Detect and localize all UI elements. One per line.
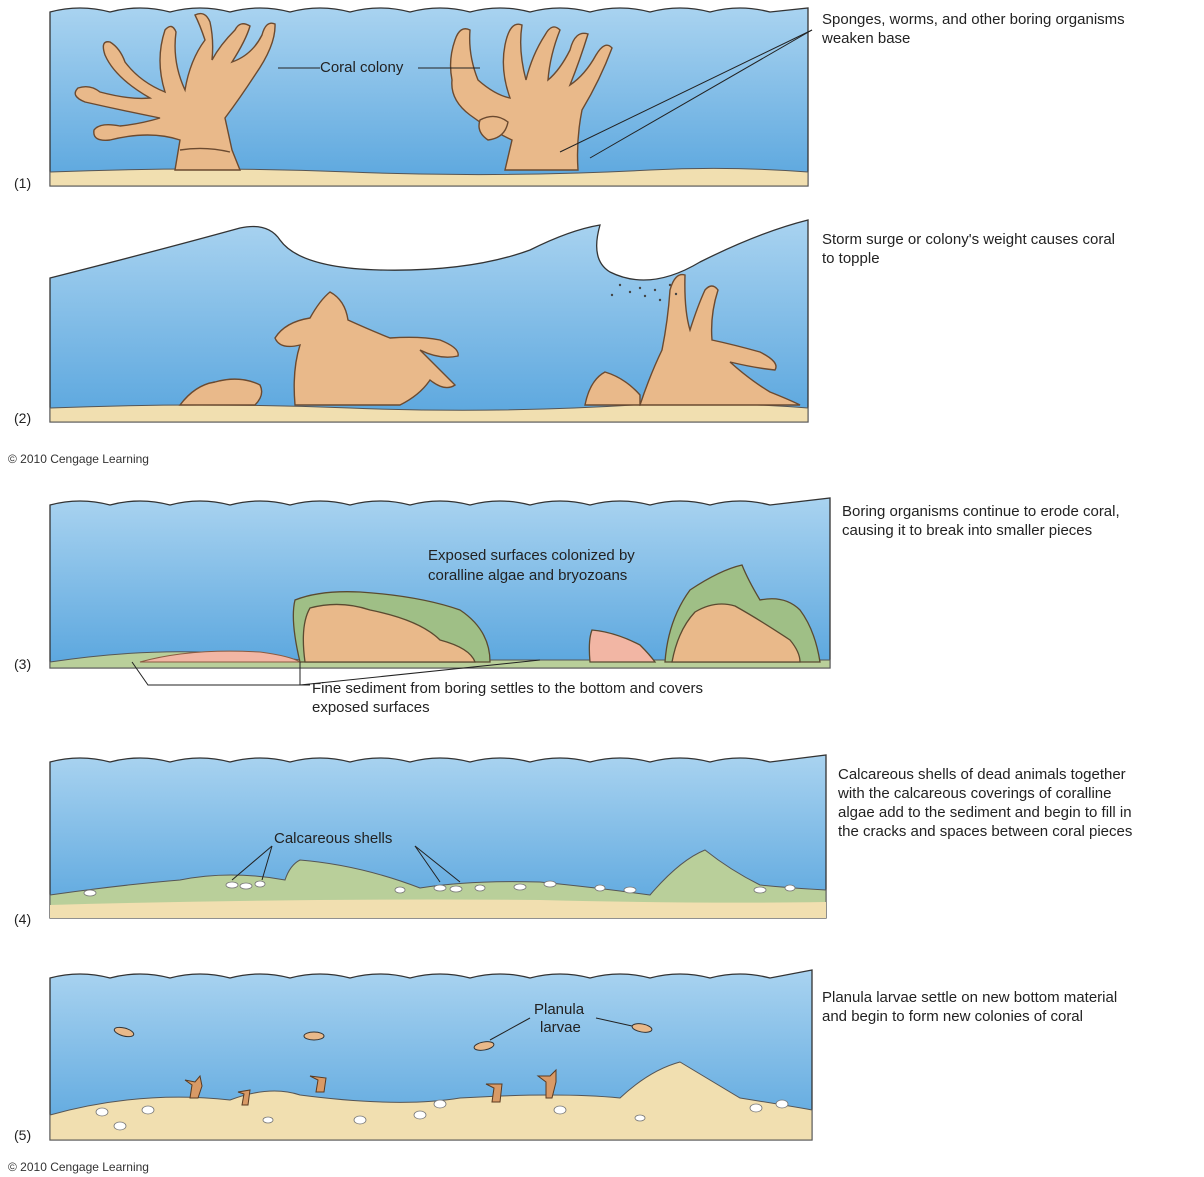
calcareous-shells-label: Calcareous shells	[274, 829, 392, 848]
colonized-surfaces-label-line-2: coralline algae and bryozoans	[428, 566, 627, 585]
panel-3-number: (3)	[14, 656, 31, 672]
panel-1-number: (1)	[14, 175, 31, 191]
planula-larvae-label-line-2: larvae	[540, 1018, 581, 1037]
panel-4-description-line-1: Calcareous shells of dead animals togeth…	[838, 765, 1126, 784]
panel-5-number: (5)	[14, 1127, 31, 1143]
panel-4-description-line-3: algae add to the sediment and begin to f…	[838, 803, 1132, 822]
coral-colony-label: Coral colony	[320, 58, 403, 77]
copyright-lower: © 2010 Cengage Learning	[8, 1160, 149, 1174]
panel-2-scene	[50, 220, 808, 422]
panel-4-scene	[50, 755, 826, 918]
fine-sediment-label-line-2: exposed surfaces	[312, 698, 430, 717]
panel-3-scene	[50, 498, 830, 685]
panel-1-description-line-2: weaken base	[822, 29, 910, 48]
planula-larvae-label-line-1: Planula	[534, 1000, 584, 1019]
panel-2-description-line-1: Storm surge or colony's weight causes co…	[822, 230, 1115, 249]
panel-4-number: (4)	[14, 911, 31, 927]
panel-5-description-line-2: and begin to form new colonies of coral	[822, 1007, 1083, 1026]
panel-5-scene	[50, 970, 812, 1140]
panel-2-number: (2)	[14, 410, 31, 426]
panel-4-description-line-4: the cracks and spaces between coral piec…	[838, 822, 1132, 841]
fine-sediment-label-line-1: Fine sediment from boring settles to the…	[312, 679, 703, 698]
panel-1-description-line-1: Sponges, worms, and other boring organis…	[822, 10, 1125, 29]
panel-2-description-line-2: to topple	[822, 249, 880, 268]
colonized-surfaces-label-line-1: Exposed surfaces colonized by	[428, 546, 635, 565]
panel-4-description-line-2: with the calcareous coverings of coralli…	[838, 784, 1111, 803]
panel-5-description-line-1: Planula larvae settle on new bottom mate…	[822, 988, 1117, 1007]
panel-3-description-line-1: Boring organisms continue to erode coral…	[842, 502, 1120, 521]
copyright-upper: © 2010 Cengage Learning	[8, 452, 149, 466]
panel-1-scene	[50, 8, 812, 186]
panel-3-description-line-2: causing it to break into smaller pieces	[842, 521, 1092, 540]
